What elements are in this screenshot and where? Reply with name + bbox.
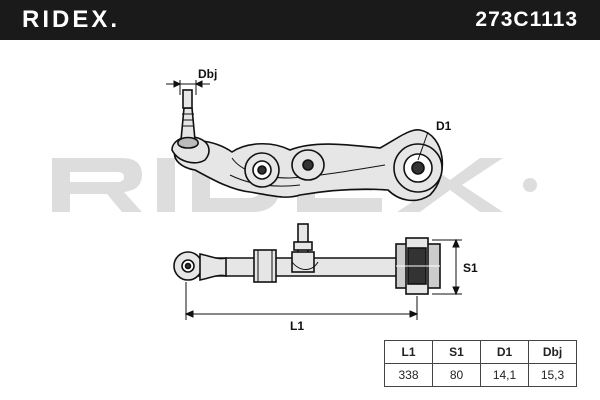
spec-value-row: 338 80 14,1 15,3 <box>384 363 577 387</box>
label-d1: D1 <box>436 119 452 133</box>
d1-leader <box>417 131 429 161</box>
spec-value-d1: 14,1 <box>480 363 529 387</box>
label-s1: S1 <box>463 261 478 275</box>
spec-header-dbj: Dbj <box>528 340 577 364</box>
l1-dimension <box>184 282 419 320</box>
label-dbj: Dbj <box>198 67 217 81</box>
spec-value-dbj: 15,3 <box>528 363 577 387</box>
label-l1: L1 <box>290 319 304 333</box>
brand-logo: RIDEX. <box>22 6 121 33</box>
header-bar: RIDEX. 273C1113 <box>0 0 600 40</box>
s1-dimension <box>432 238 462 296</box>
spec-value-s1: 80 <box>432 363 481 387</box>
arm-top-view <box>173 223 441 295</box>
spec-header-row: L1 S1 D1 Dbj <box>384 340 577 364</box>
spec-table: L1 S1 D1 Dbj 338 80 14,1 15,3 <box>384 340 577 387</box>
arm-side-view <box>171 89 444 202</box>
part-number: 273C1113 <box>475 8 578 31</box>
spec-header-s1: S1 <box>432 340 481 364</box>
spec-value-l1: 338 <box>384 363 433 387</box>
spec-header-d1: D1 <box>480 340 529 364</box>
dbj-dimension <box>166 80 210 95</box>
control-arm-drawing: Dbj D1 S1 <box>166 67 478 333</box>
spec-header-l1: L1 <box>384 340 433 364</box>
